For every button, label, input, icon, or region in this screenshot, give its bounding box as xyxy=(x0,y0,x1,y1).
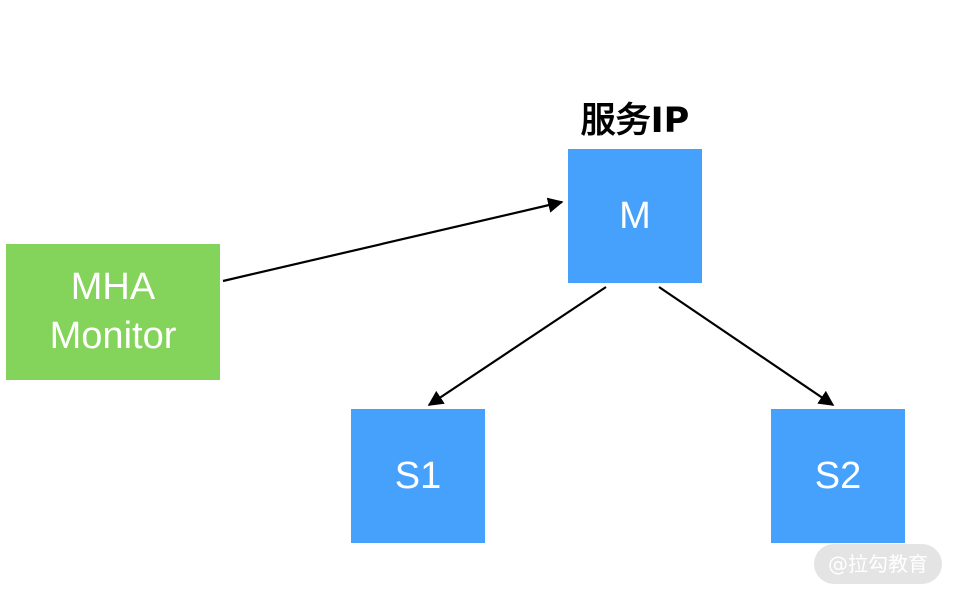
slave2-node: S2 xyxy=(771,409,905,543)
slave1-node: S1 xyxy=(351,409,485,543)
edge-master-to-s1 xyxy=(427,286,607,406)
mha-monitor-label-line1: MHA xyxy=(70,266,156,308)
service-ip-label: 服务IP xyxy=(580,101,690,141)
slave1-node-label: S1 xyxy=(394,454,442,497)
master-node: M xyxy=(568,149,702,283)
mha-monitor-label-line2: Monitor xyxy=(49,315,177,357)
watermark-badge: @拉勾教育 xyxy=(814,544,942,584)
mha-monitor-node: MHA Monitor xyxy=(6,244,220,380)
edge-monitor-to-master xyxy=(222,197,564,283)
master-node-label: M xyxy=(619,194,651,237)
edge-master-to-s2 xyxy=(658,286,835,406)
slave2-node-label: S2 xyxy=(814,454,862,497)
